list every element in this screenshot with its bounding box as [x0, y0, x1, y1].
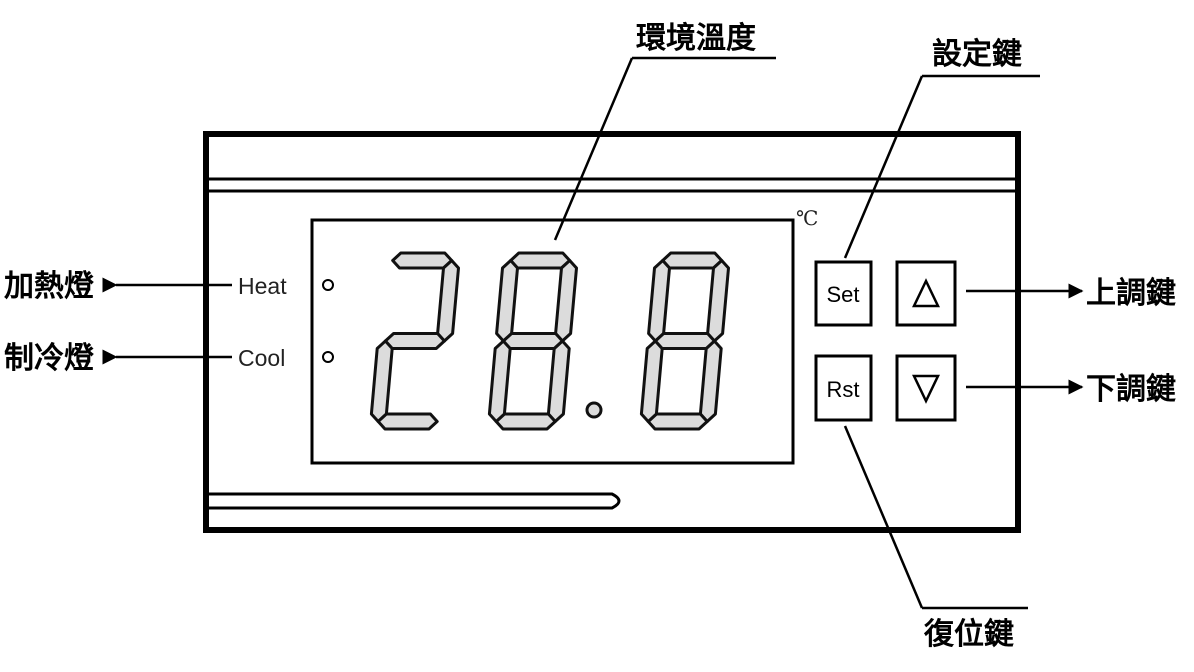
digit-1-segment-g [383, 332, 446, 350]
set-key-leader [843, 75, 924, 259]
digit-2-segment-g [501, 332, 564, 350]
reset-key-leader [843, 425, 924, 609]
down-triangle-icon [912, 374, 940, 404]
down-key-callout: 下調鍵 [1086, 372, 1176, 407]
ambient-temp-callout: 環境溫度 [636, 21, 756, 56]
digit-1-segment-a [391, 251, 454, 270]
digit-2-segment-d [494, 412, 557, 431]
set-key-callout: 設定鍵 [932, 37, 1022, 72]
cool-indicator-label: Cool [238, 345, 285, 371]
up-button[interactable] [895, 260, 957, 327]
digit-3-segment-g [653, 332, 716, 350]
digit-3-segment-d [646, 412, 709, 431]
up-triangle-icon [912, 278, 940, 308]
temperature-digits [369, 251, 730, 431]
digit-2-segment-a [509, 251, 572, 270]
down-button[interactable] [895, 354, 957, 422]
housing-bottom-groove [209, 492, 621, 510]
heat-indicator-label: Heat [238, 273, 287, 299]
cool-lamp-callout: 制冷燈 [4, 341, 94, 376]
set-button[interactable]: Set [814, 260, 873, 327]
digit-1-segment-d [376, 412, 439, 431]
rst-button-label: Rst [827, 377, 860, 402]
heat-lamp-callout: 加熱燈 [4, 269, 94, 304]
digit-3-segment-a [661, 251, 724, 270]
set-button-label: Set [826, 282, 859, 307]
cool-indicator-led [322, 351, 334, 363]
rst-button[interactable]: Rst [814, 354, 873, 422]
heat-indicator-led [322, 279, 334, 291]
reset-key-callout: 復位鍵 [923, 617, 1014, 652]
decimal-point [585, 401, 603, 419]
up-key-callout: 上調鍵 [1086, 276, 1176, 311]
unit-label: ℃ [796, 206, 818, 230]
ambient-temp-leader [553, 57, 634, 241]
